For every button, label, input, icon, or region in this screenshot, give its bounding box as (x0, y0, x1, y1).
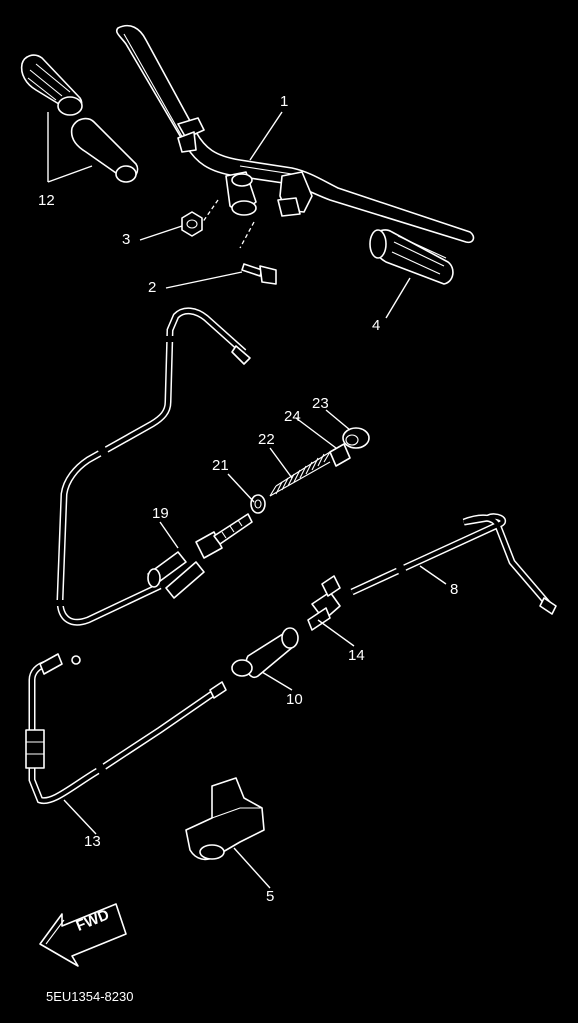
callout-23: 23 (312, 395, 329, 412)
callout-14: 14 (348, 647, 365, 664)
grip-set-left (20, 54, 139, 183)
callout-1: 1 (280, 93, 289, 110)
leader-lines (47, 111, 447, 889)
callout-22: 22 (258, 431, 275, 448)
spring (269, 451, 331, 497)
callout-13: 13 (84, 833, 101, 850)
assembly-line-nut (199, 199, 219, 227)
throttle-sleeve (231, 627, 299, 679)
callout-5: 5 (266, 888, 275, 905)
handlebar (115, 24, 475, 244)
callout-19: 19 (152, 505, 169, 522)
cap (342, 427, 370, 449)
throttle-cable (350, 513, 557, 615)
bolt (241, 263, 277, 285)
lower-cable (25, 653, 227, 805)
callout-4: 4 (372, 317, 381, 334)
callout-21: 21 (212, 457, 229, 474)
nut (181, 211, 203, 237)
fwd-arrow-icon (39, 903, 127, 967)
grip-right (369, 229, 454, 285)
collar (329, 443, 351, 467)
washer (250, 494, 266, 514)
callout-2: 2 (148, 279, 157, 296)
diagram-code: 5EU1354-8230 (46, 989, 134, 1004)
bracket (185, 777, 265, 861)
cable-guide (307, 575, 341, 631)
callout-3: 3 (122, 231, 131, 248)
assembly-line-bolt (239, 221, 255, 249)
callout-8: 8 (450, 581, 459, 598)
callout-12: 12 (38, 192, 55, 209)
callout-24: 24 (284, 408, 301, 425)
clutch-cable (56, 307, 251, 626)
adjuster-19 (147, 513, 253, 588)
callout-10: 10 (286, 691, 303, 708)
